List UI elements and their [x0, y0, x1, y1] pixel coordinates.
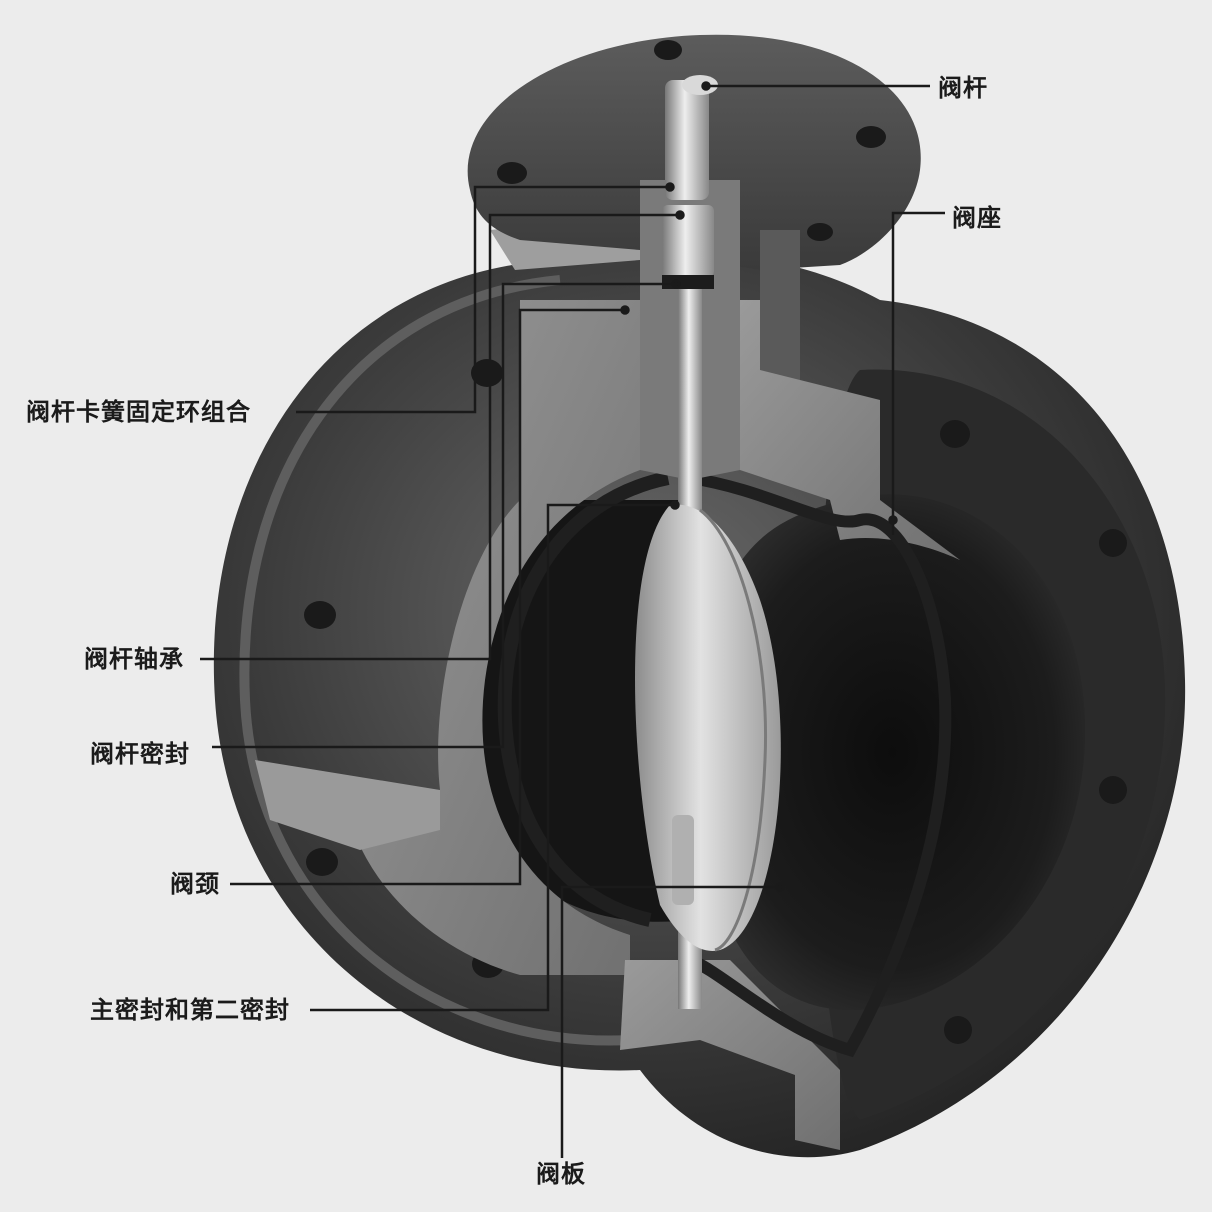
- leader-lines: [200, 81, 945, 1158]
- label-seat: 阀座: [952, 204, 1002, 232]
- label-primary-secondary-seal: 主密封和第二密封: [90, 996, 290, 1024]
- leader-seat: [891, 211, 945, 535]
- label-stem: 阀杆: [938, 74, 988, 102]
- label-stem-seal: 阀杆密封: [90, 740, 190, 768]
- label-disc: 阀板: [536, 1160, 586, 1188]
- valve-disc: [635, 504, 781, 952]
- label-stem-bearing: 阀杆轴承: [84, 645, 184, 673]
- valve-bore: [454, 494, 1086, 1011]
- label-clip-ring-assembly: 阀杆卡簧固定环组合: [26, 398, 251, 426]
- leader-neck: [230, 308, 625, 886]
- leader-clip-ring: [296, 185, 670, 414]
- label-neck: 阀颈: [170, 870, 220, 898]
- leader-disc: [560, 885, 780, 1158]
- leader-primary-seal: [310, 503, 675, 1012]
- leader-stem-seal: [212, 282, 676, 749]
- leader-bearing: [200, 213, 680, 661]
